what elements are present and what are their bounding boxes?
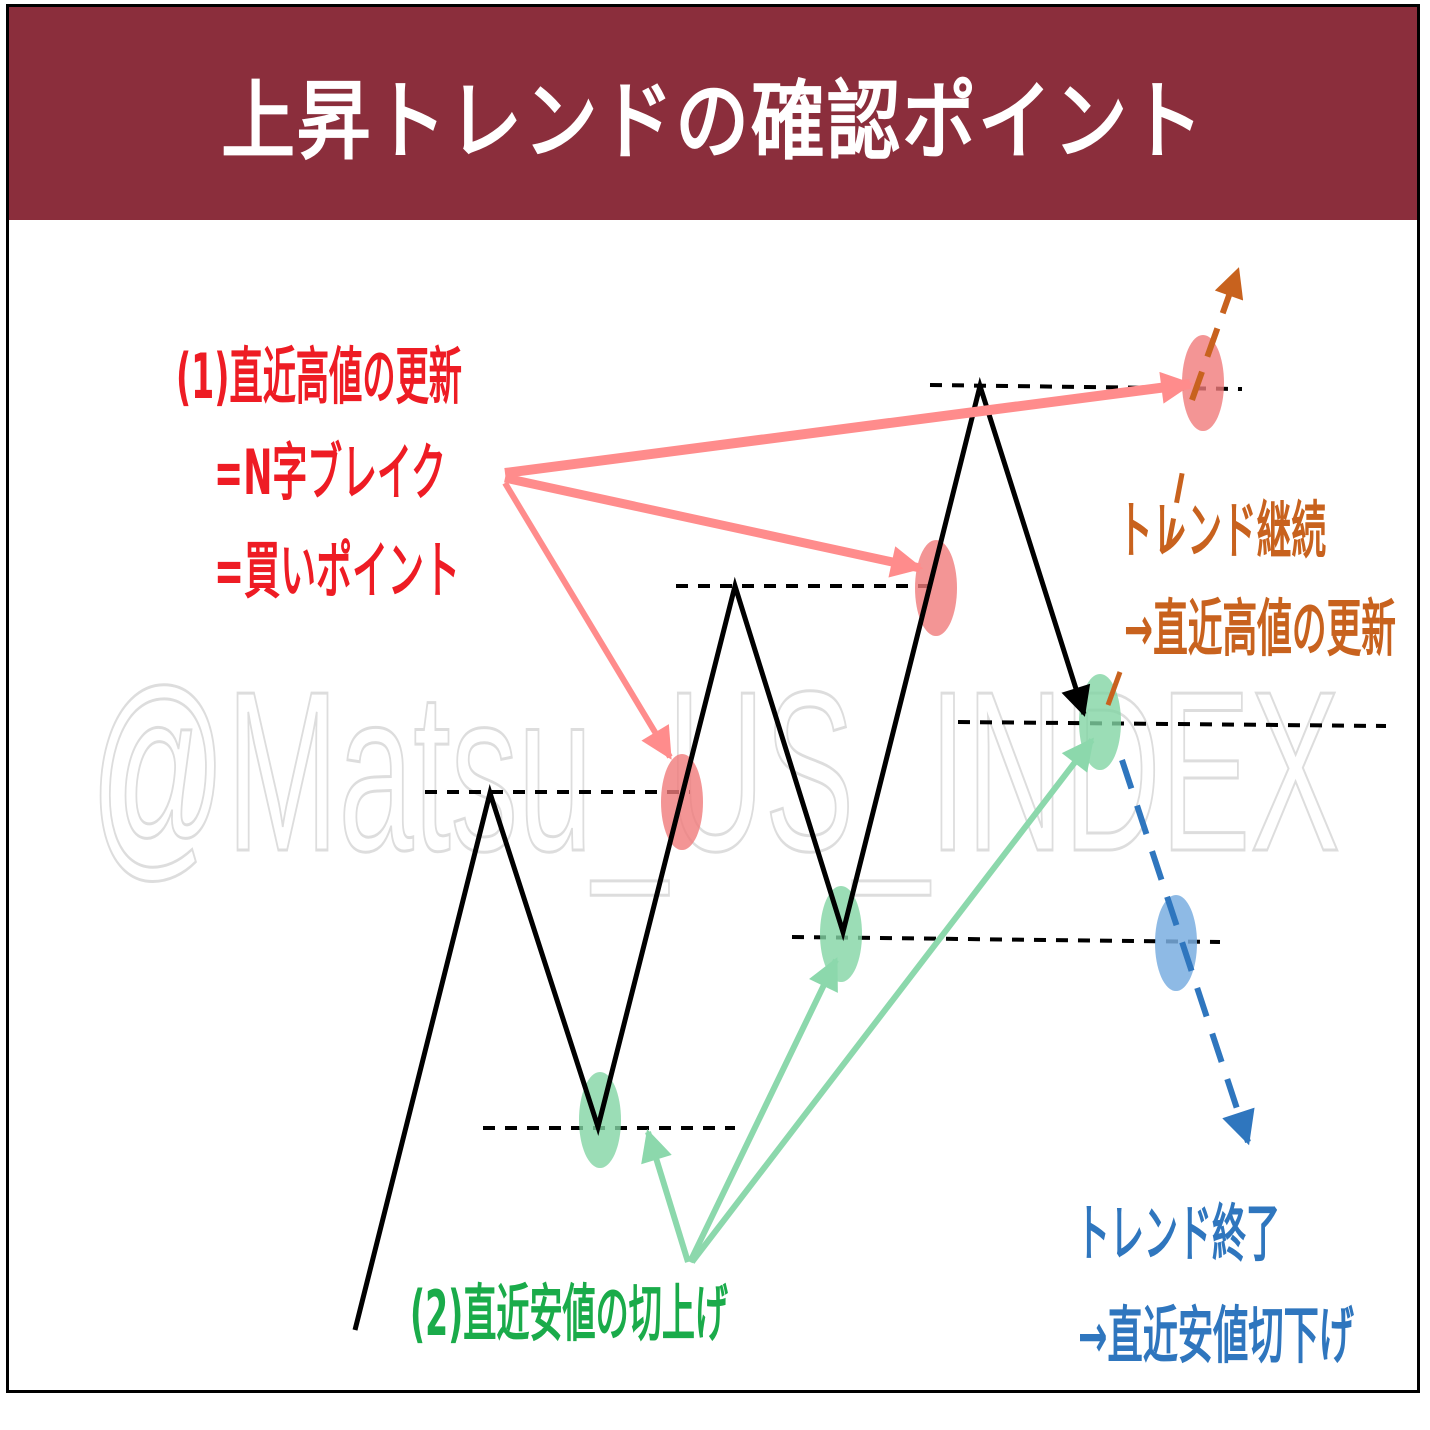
low-break-marker <box>1155 895 1197 991</box>
end-label-2: →直近安値切下げ <box>1078 1299 1354 1372</box>
end-label-1: トレンド終了 <box>1076 1197 1280 1270</box>
continue-label-1: トレンド継続 <box>1118 494 1326 567</box>
low-arrow-to-1 <box>641 1128 691 1263</box>
continue-label-2: →直近高値の更新 <box>1124 592 1396 665</box>
high-arrow-to-1 <box>502 481 673 760</box>
continue-dash-low <box>1105 671 1123 706</box>
low-raise-arrows <box>641 737 1095 1264</box>
high-arrow-to-2 <box>504 473 924 578</box>
high-update-label-2: =N字ブレイク <box>214 436 446 509</box>
continue-arrow-upper <box>1189 267 1244 402</box>
low-level-3 <box>957 720 1387 728</box>
low-arrow-to-2 <box>687 957 839 1264</box>
low-arrow-to-3 <box>689 737 1095 1264</box>
watermark-text: @Matsu_US_INDEX <box>90 645 1340 899</box>
low-marker-2 <box>820 886 862 982</box>
continue-dash-mid <box>1165 457 1188 549</box>
high-arrow-to-3 <box>504 371 1194 478</box>
low-raise-label: (2)直近安値の切上げ <box>410 1277 728 1350</box>
high-update-label-1: (1)直近高値の更新 <box>176 340 462 413</box>
diagram-frame: 上昇トレンドの確認ポイント <box>6 4 1420 1393</box>
high-update-arrows <box>502 371 1194 760</box>
end-arrow <box>1119 759 1255 1146</box>
price-line <box>352 376 1091 1331</box>
low-level-2 <box>791 935 1221 944</box>
high-break-marker-3 <box>1182 335 1224 431</box>
high-update-label-3: =買いポイント <box>214 534 460 607</box>
page-title: 上昇トレンドの確認ポイント <box>221 72 1205 172</box>
title-bar: 上昇トレンドの確認ポイント <box>9 7 1417 220</box>
